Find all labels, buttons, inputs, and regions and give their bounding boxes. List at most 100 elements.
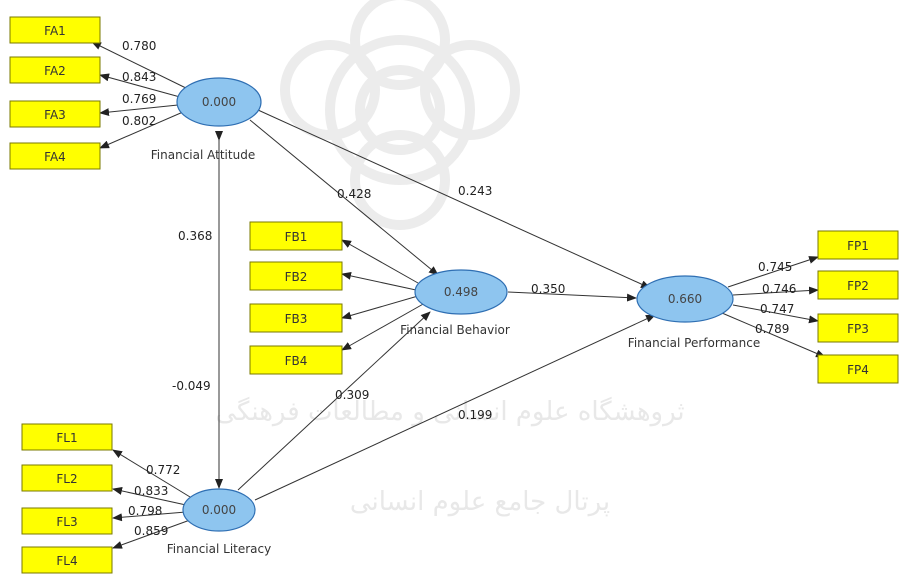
fa3-edge — [99, 104, 179, 117]
indicator-fl2-label: FL2 — [56, 472, 77, 486]
fa4-edge — [99, 111, 184, 149]
construct-behavior-value: 0.498 — [444, 285, 478, 299]
loading-fl1: 0.772 — [146, 463, 180, 477]
construct-behavior-label: Financial Behavior — [400, 323, 510, 337]
fb3-edge — [341, 295, 419, 320]
indicator-fb1 — [249, 221, 343, 251]
fb4-edge — [341, 302, 426, 351]
fa2-edge — [99, 73, 181, 98]
loading-fl3: 0.798 — [128, 504, 162, 518]
fl2-edge — [112, 487, 187, 506]
loading-fl4: 0.859 — [134, 524, 168, 538]
indicator-fp4 — [817, 354, 899, 384]
fl-indicators: FL1 FL2 FL3 FL4 — [21, 423, 113, 574]
watermark: ثروهشگاه علوم انسانی و مطالعات فرهنگی پر… — [215, 0, 685, 517]
loading-fp2: 0.746 — [762, 282, 796, 296]
indicator-fa4-label: FA4 — [44, 150, 66, 164]
construct-literacy-value: 0.000 — [202, 503, 236, 517]
fb1-edge — [341, 239, 419, 284]
coef-literacy-behavior: 0.309 — [335, 388, 369, 402]
indicator-fl4-label: FL4 — [56, 554, 77, 568]
construct-attitude-ellipse — [176, 77, 262, 127]
loading-fp3: 0.747 — [760, 302, 794, 316]
indicator-fb3 — [249, 303, 343, 333]
coef-attitude-literacy: 0.368 — [178, 229, 212, 243]
path-behavior-performance — [507, 291, 637, 302]
fl1-edge — [112, 449, 196, 501]
indicator-fb3-label: FB3 — [285, 312, 308, 326]
indicator-fp1-label: FP1 — [847, 239, 869, 253]
loading-fa4: 0.802 — [122, 114, 156, 128]
fl-loading-edges — [112, 449, 196, 549]
indicator-fb4-label: FB4 — [285, 354, 308, 368]
indicator-fp4-label: FP4 — [847, 363, 869, 377]
construct-performance-value: 0.660 — [668, 292, 702, 306]
loading-fp1: 0.745 — [758, 260, 792, 274]
loading-fa3: 0.769 — [122, 92, 156, 106]
indicator-fb1-label: FB1 — [285, 230, 308, 244]
fb2-edge — [341, 271, 417, 291]
path-coefficient-labels: 0.428 0.243 0.368 -0.049 0.350 0.309 0.1… — [172, 184, 565, 422]
indicator-fl2 — [21, 464, 113, 492]
fp3-edge — [732, 304, 819, 324]
structural-paths — [215, 109, 656, 501]
indicator-fa1-label: FA1 — [44, 24, 66, 38]
indicator-fl1 — [21, 423, 113, 451]
path-attitude-performance — [257, 109, 651, 289]
fp-loading-edges — [721, 256, 826, 358]
construct-attitude-value: 0.000 — [202, 95, 236, 109]
watermark-line-1: ثروهشگاه علوم انسانی و مطالعات فرهنگی — [215, 396, 684, 427]
indicator-fa3-label: FA3 — [44, 108, 66, 122]
path-literacy-performance — [254, 314, 656, 501]
coef-behavior-performance: 0.350 — [531, 282, 565, 296]
indicator-fp3 — [817, 313, 899, 343]
fl4-edge — [112, 519, 191, 549]
loading-fp4: 0.789 — [755, 322, 789, 336]
construct-financial-performance: 0.660 Financial Performance — [628, 275, 760, 350]
fa1-edge — [91, 41, 191, 91]
construct-performance-ellipse — [636, 275, 734, 323]
construct-performance-label: Financial Performance — [628, 336, 760, 350]
construct-literacy-label: Financial Literacy — [167, 542, 271, 556]
fa-indicators: FA1 FA2 FA3 FA4 — [9, 16, 101, 170]
fb-indicators: FB1 FB2 FB3 FB4 — [249, 221, 343, 375]
indicator-fa3 — [9, 100, 101, 128]
fa-loading-edges — [91, 41, 191, 149]
indicator-fa2-label: FA2 — [44, 64, 66, 78]
indicator-fa2 — [9, 56, 101, 84]
indicator-fb2-label: FB2 — [285, 270, 308, 284]
indicator-fp2 — [817, 270, 899, 300]
coef-attitude-behavior: 0.428 — [337, 187, 371, 201]
indicator-fb2 — [249, 261, 343, 291]
construct-behavior-ellipse — [414, 269, 508, 315]
loading-fl2: 0.833 — [134, 484, 168, 498]
fp4-edge — [721, 312, 826, 358]
watermark-line-2: پرتال جامع علوم انسانی — [350, 487, 610, 517]
indicator-fp1 — [817, 230, 899, 260]
coef-attitude-performance: 0.243 — [458, 184, 492, 198]
indicator-fb4 — [249, 345, 343, 375]
fp2-edge — [732, 286, 819, 296]
construct-literacy-ellipse — [182, 488, 256, 532]
indicator-fl1-label: FL1 — [56, 431, 77, 445]
indicator-fa1 — [9, 16, 101, 44]
construct-financial-behavior: 0.498 Financial Behavior — [400, 269, 510, 337]
fp1-edge — [727, 256, 819, 288]
path-literacy-behavior — [237, 311, 431, 491]
construct-financial-attitude: 0.000 Financial Attitude — [151, 77, 262, 162]
fb-loading-edges — [341, 239, 426, 351]
indicator-fp3-label: FP3 — [847, 322, 869, 336]
fp-indicators: FP1 FP2 FP3 FP4 — [817, 230, 899, 384]
coef-attitude-literacy-2: -0.049 — [172, 379, 211, 393]
indicator-fa4 — [9, 142, 101, 170]
indicator-fl4 — [21, 546, 113, 574]
fl-loading-labels: 0.772 0.833 0.798 0.859 — [128, 463, 180, 538]
fl3-edge — [112, 511, 187, 522]
loading-fa2: 0.843 — [122, 70, 156, 84]
construct-attitude-label: Financial Attitude — [151, 148, 255, 162]
indicator-fp2-label: FP2 — [847, 279, 869, 293]
indicator-fl3 — [21, 507, 113, 535]
indicator-fl3-label: FL3 — [56, 515, 77, 529]
path-attitude-behavior — [249, 119, 439, 276]
